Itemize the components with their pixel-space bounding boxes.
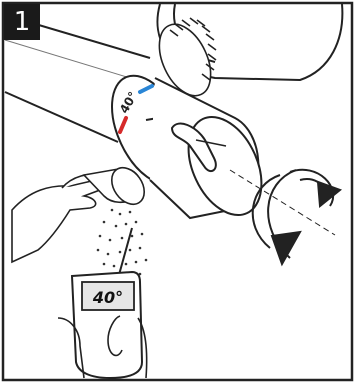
temperature-knob[interactable]: [150, 78, 276, 227]
thermometer-reading: 40°: [92, 288, 123, 307]
water-spray: [97, 209, 148, 280]
thermometer: 40°: [58, 228, 147, 378]
step-number-badge: 1: [4, 4, 40, 40]
